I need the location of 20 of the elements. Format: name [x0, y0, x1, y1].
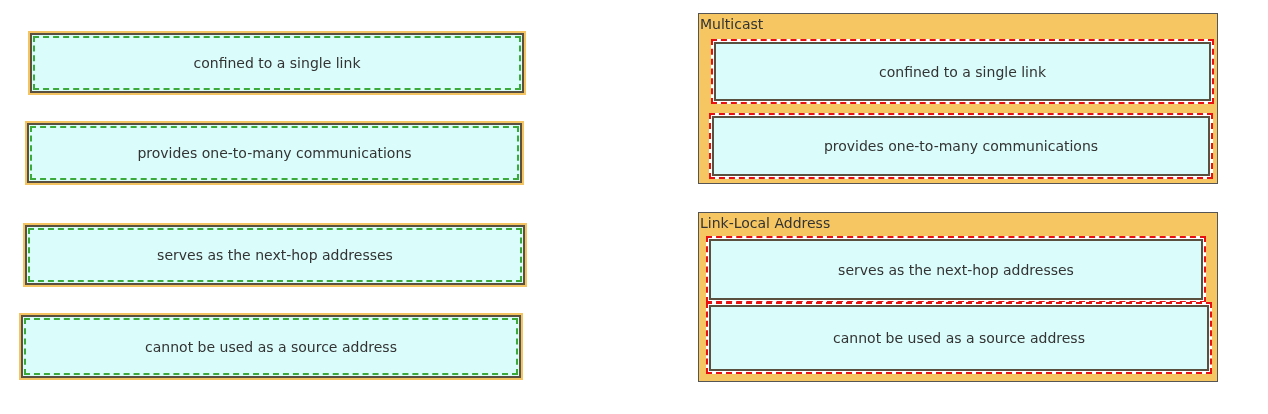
option-text: confined to a single link	[879, 63, 1046, 80]
draggable-option-box	[30, 33, 524, 93]
option-text: cannot be used as a source address	[833, 330, 1085, 346]
panel-title: Multicast	[700, 16, 764, 32]
draggable-option-box	[21, 315, 521, 378]
category-panel	[698, 212, 1218, 382]
dropped-answer-box	[714, 42, 1211, 101]
option-text: serves as the next-hop addresses	[157, 247, 393, 263]
dropped-answer-box	[709, 305, 1209, 371]
option-text: cannot be used as a source address	[145, 338, 397, 355]
category-panel	[698, 13, 1218, 184]
dropped-answer-box	[712, 116, 1210, 176]
dropped-answer-box	[709, 239, 1203, 300]
option-text: provides one-to-many communications	[823, 138, 1099, 154]
draggable-option-box	[27, 123, 522, 183]
draggable-option-box	[25, 225, 525, 285]
panel-title: Link-Local Address	[700, 215, 831, 231]
option-text: provides one-to-many communications	[137, 145, 412, 161]
option-text: serves as the next-hop addresses	[838, 261, 1074, 278]
option-text: confined to a single link	[193, 55, 361, 71]
